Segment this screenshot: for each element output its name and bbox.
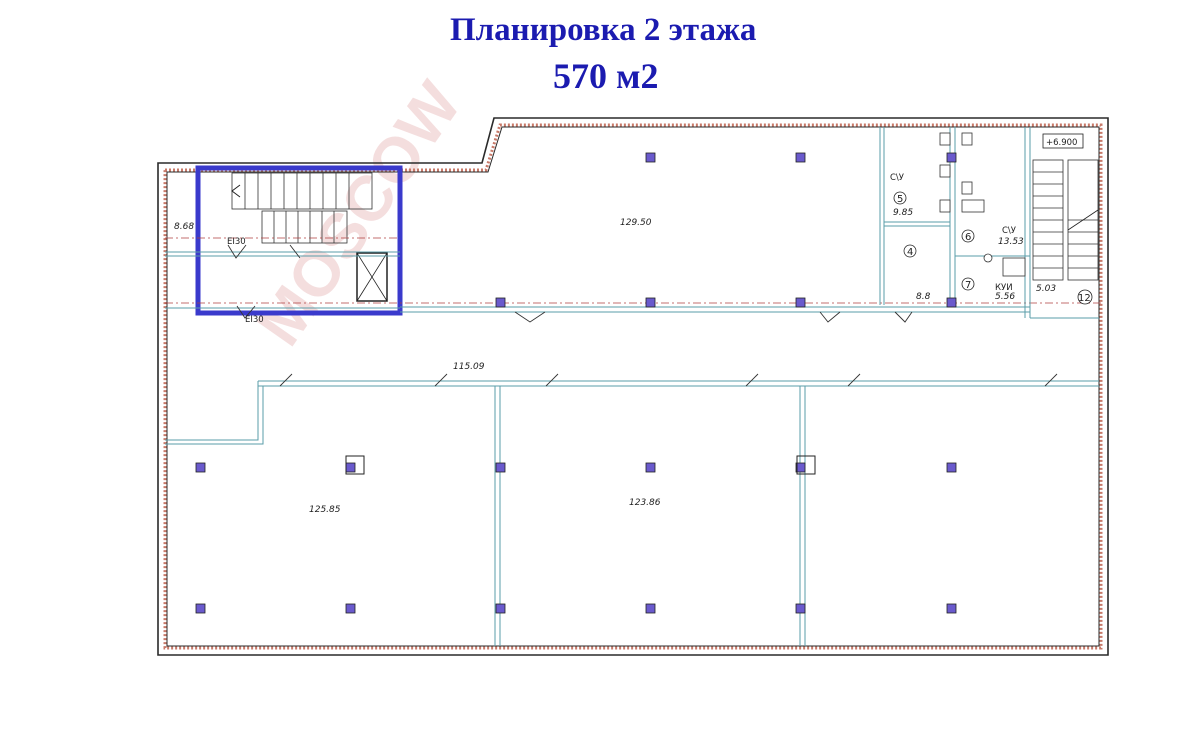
door-11 (847, 373, 861, 387)
room-numbers (893, 191, 1093, 305)
columns (195, 152, 957, 614)
column (795, 297, 806, 308)
stair-core (195, 165, 403, 316)
column (495, 297, 506, 308)
elevation-label: +6.900 (1046, 138, 1077, 148)
partition-shop-div-2 (799, 386, 806, 646)
door-3 (289, 244, 301, 259)
column (946, 152, 957, 163)
area-label-corridor: 115.09 (453, 362, 485, 372)
room-label-wc-2: С\У (1002, 226, 1017, 236)
column (345, 603, 356, 614)
partition-wc-mid (884, 221, 950, 227)
area-label-shop-1: 125.85 (309, 505, 341, 515)
partition-corridor-left (165, 251, 400, 257)
door-8 (434, 373, 448, 387)
door-10 (745, 373, 759, 387)
column (195, 462, 206, 473)
elevator-cross-2 (356, 252, 388, 302)
room-number-7: 7 (965, 280, 971, 291)
door-rating-2: EI30 (245, 315, 264, 325)
column (946, 462, 957, 473)
partition-wc-block (879, 127, 885, 305)
stair-flight-1 (231, 172, 373, 210)
title-block: Планировка 2 этажа 570 м2 (0, 0, 1200, 110)
elevator-shaft (356, 252, 388, 302)
column (345, 462, 356, 473)
door-9 (545, 373, 559, 387)
stair-arrow (231, 184, 241, 198)
column (645, 462, 656, 473)
room-number-6: 6 (965, 232, 971, 243)
area-label-lobby: 8.68 (174, 222, 194, 232)
elevation-box (1042, 133, 1084, 149)
door-12 (1044, 373, 1058, 387)
column (195, 603, 206, 614)
partition-hall-top (400, 306, 1030, 313)
partition-shops-top (258, 380, 1099, 387)
door-1 (227, 244, 247, 259)
door-5 (819, 311, 841, 323)
partitions (165, 127, 1099, 646)
room-label-kui: КУИ (995, 283, 1013, 293)
area-label-room-7: 5.56 (995, 292, 1015, 302)
outer-wall-inner (163, 123, 1103, 650)
room-label-wc-1: С\У (890, 173, 905, 183)
column (946, 603, 957, 614)
room-number-4: 4 (907, 247, 913, 258)
door-rating-1: EI30 (227, 237, 246, 247)
column (645, 603, 656, 614)
right-stair (1032, 159, 1099, 281)
column (795, 152, 806, 163)
vent-shafts (345, 455, 816, 475)
plan-total-area: 570 м2 (553, 56, 659, 96)
column (645, 297, 656, 308)
area-label-room-5: 9.85 (893, 208, 913, 218)
column (795, 462, 806, 473)
door-2 (236, 305, 256, 319)
door-4 (514, 311, 546, 323)
area-label-room-4: 8.8 (916, 292, 931, 302)
column (495, 603, 506, 614)
area-label-shop-2: 123.86 (629, 498, 661, 508)
area-label-hall: 129.50 (620, 218, 652, 228)
column (495, 462, 506, 473)
column (645, 152, 656, 163)
wc-fixtures (939, 132, 1026, 277)
area-label-room-6: 13.53 (998, 237, 1024, 247)
room-number-5: 5 (897, 194, 903, 205)
stair-flight-2 (261, 210, 348, 244)
partition-stair-right (1024, 127, 1031, 318)
partition-shop-div-1 (494, 386, 501, 646)
outer-walls (157, 117, 1109, 656)
room-number-12: 12 (1078, 293, 1091, 304)
column (946, 297, 957, 308)
door-6 (894, 311, 913, 323)
outer-wall-outer (157, 117, 1109, 656)
column (795, 603, 806, 614)
partition-shops-step (165, 381, 264, 445)
stair-core-walls (195, 165, 403, 316)
outer-wall-inner-line (166, 126, 1100, 647)
plan-title: Планировка 2 этажа (450, 12, 757, 48)
doors (227, 244, 1058, 387)
area-label-stair: 5.03 (1036, 284, 1056, 294)
door-7 (279, 373, 293, 387)
